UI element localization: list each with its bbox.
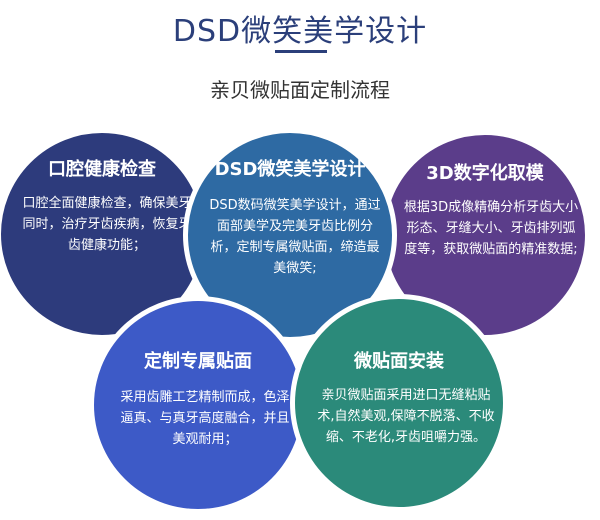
step-custom-veneer: 定制专属贴面 采用齿雕工艺精制而成，色泽逼真、与真牙高度融合，并且美观耐用； <box>89 296 307 514</box>
step-title: 微贴面安装 <box>354 351 444 372</box>
step-title: 口腔健康检查 <box>48 159 156 180</box>
step-veneer-installation: 微贴面安装 亲贝微贴面采用进口无缝粘贴术,自然美观,保障不脱落、不收缩、不老化,… <box>290 294 508 512</box>
step-title: 定制专属贴面 <box>144 351 252 372</box>
step-description: 采用齿雕工艺精制而成，色泽逼真、与真牙高度融合，并且美观耐用； <box>120 390 290 447</box>
step-description: 口腔全面健康检查，确保美牙同时，治疗牙齿疾病，恢复牙齿健康功能； <box>22 196 192 253</box>
title-underline <box>275 50 327 53</box>
step-description: 亲贝微贴面采用进口无缝粘贴术,自然美观,保障不脱落、不收缩、不老化,牙齿咀嚼力强… <box>317 388 495 445</box>
step-title: DSD微笑美学设计 <box>214 159 366 180</box>
step-oral-health-check: 口腔健康检查 口腔全面健康检查，确保美牙同时，治疗牙齿疾病，恢复牙齿健康功能； <box>0 128 208 340</box>
step-description: 根据3D成像精确分析牙齿大小形态、牙缝大小、牙齿排列弧度等，获取微贴面的精准数据… <box>403 200 579 257</box>
step-title: 3D数字化取模 <box>426 163 544 184</box>
diagram-subtitle: 亲贝微贴面定制流程 <box>210 78 390 102</box>
diagram-title: DSD微笑美学设计 <box>172 14 428 49</box>
step-description: DSD数码微笑美学设计，通过面部美学及完美牙齿比例分析，定制专属微贴面，缔造最美… <box>209 198 381 276</box>
